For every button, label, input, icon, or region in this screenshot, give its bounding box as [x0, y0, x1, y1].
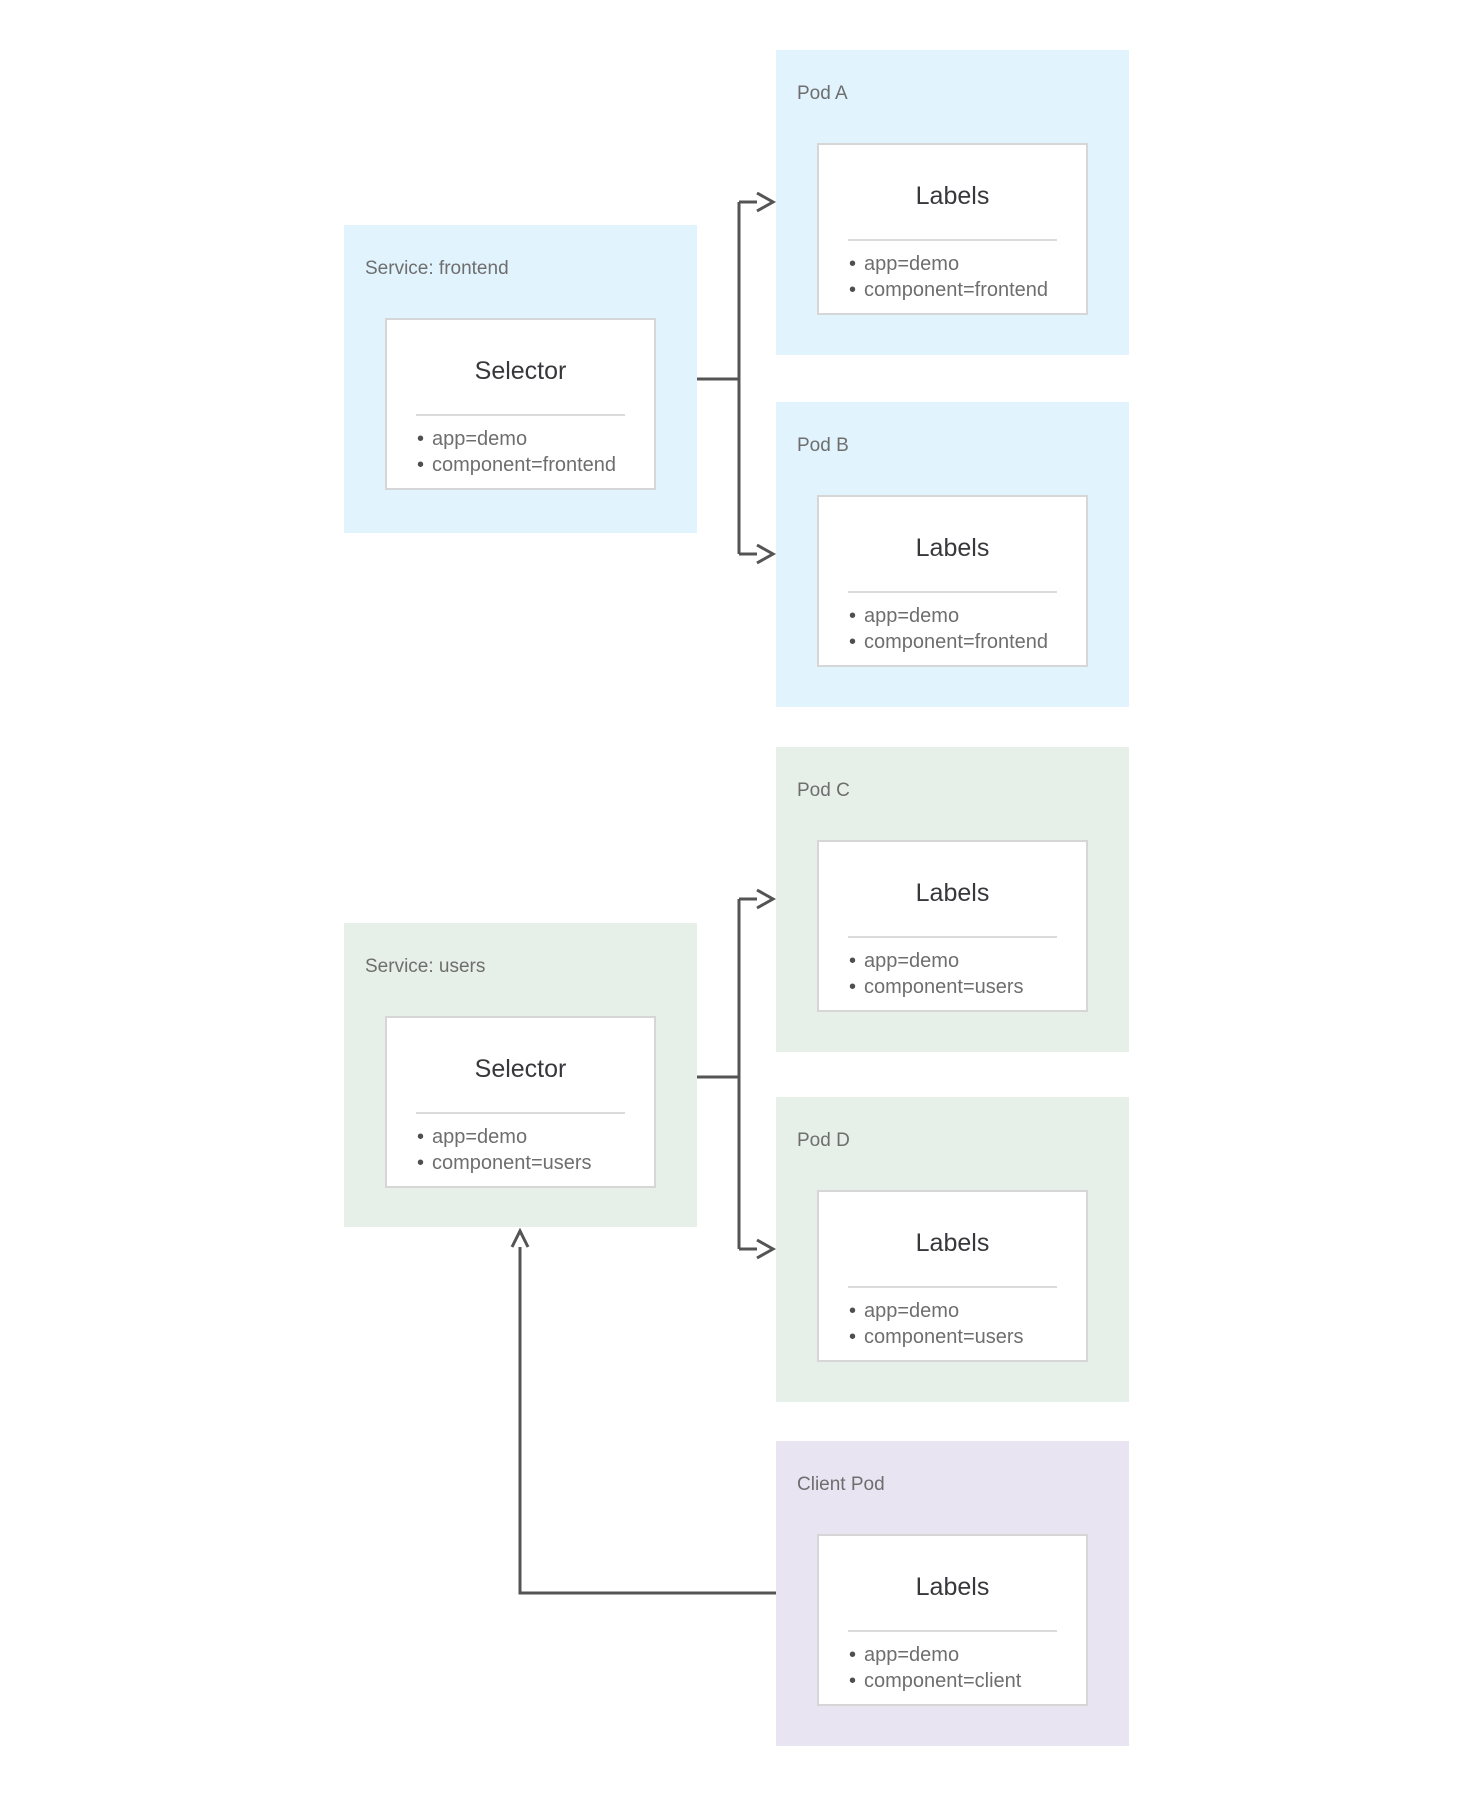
label-item: app=demo: [819, 948, 1086, 974]
pod-d-box: Pod D Labels app=demo component=users: [776, 1097, 1129, 1402]
pod-a-labels-card: Labels app=demo component=frontend: [817, 143, 1088, 315]
label-item: app=demo: [819, 1642, 1086, 1668]
pod-a-box: Pod A Labels app=demo component=frontend: [776, 50, 1129, 355]
labels-heading: Labels: [915, 534, 990, 562]
connector-client-to-service-users: [518, 1247, 776, 1595]
pod-b-box: Pod B Labels app=demo component=frontend: [776, 402, 1129, 707]
client-pod-box: Client Pod Labels app=demo component=cli…: [776, 1441, 1129, 1746]
pod-a-title: Pod A: [797, 83, 848, 104]
pod-b-title: Pod B: [797, 435, 849, 456]
label-item-list: app=demo component=client: [819, 1642, 1086, 1694]
pod-b-labels-card: Labels app=demo component=frontend: [817, 495, 1088, 667]
label-item: component=users: [819, 974, 1086, 1000]
pod-d-labels-card: Labels app=demo component=users: [817, 1190, 1088, 1362]
label-item: app=demo: [819, 251, 1086, 277]
labels-heading: Labels: [915, 1573, 990, 1601]
label-item-list: app=demo component=users: [819, 1298, 1086, 1350]
card-divider: [416, 414, 625, 416]
arrowhead-users-to-pod-d: [756, 1238, 777, 1260]
pod-d-title: Pod D: [797, 1130, 850, 1151]
arrowhead-frontend-to-pod-a: [756, 191, 777, 213]
labels-heading: Labels: [915, 1229, 990, 1257]
service-frontend-title: Service: frontend: [365, 258, 509, 279]
service-users-selector-card: Selector app=demo component=users: [385, 1016, 656, 1188]
connector-users-trunk: [697, 897, 757, 1251]
arrowhead-frontend-to-pod-b: [756, 543, 777, 565]
pod-c-title: Pod C: [797, 780, 850, 801]
arrowhead-client-to-service-users: [510, 1227, 530, 1248]
label-item-list: app=demo component=frontend: [819, 603, 1086, 655]
selector-item-list: app=demo component=users: [387, 1124, 654, 1176]
client-pod-title: Client Pod: [797, 1474, 885, 1495]
labels-heading: Labels: [915, 879, 990, 907]
card-divider: [848, 239, 1057, 241]
pod-c-box: Pod C Labels app=demo component=users: [776, 747, 1129, 1052]
card-divider: [848, 1286, 1057, 1288]
label-item: component=client: [819, 1668, 1086, 1694]
selector-item: component=frontend: [387, 452, 654, 478]
card-divider: [416, 1112, 625, 1114]
client-pod-labels-card: Labels app=demo component=client: [817, 1534, 1088, 1706]
selector-item: app=demo: [387, 426, 654, 452]
label-item-list: app=demo component=users: [819, 948, 1086, 1000]
service-users-title: Service: users: [365, 956, 486, 977]
service-users-box: Service: users Selector app=demo compone…: [344, 923, 697, 1227]
card-divider: [848, 936, 1057, 938]
label-item: component=users: [819, 1324, 1086, 1350]
service-frontend-box: Service: frontend Selector app=demo comp…: [344, 225, 697, 533]
selector-item: component=users: [387, 1150, 654, 1176]
card-divider: [848, 1630, 1057, 1632]
label-item: app=demo: [819, 1298, 1086, 1324]
label-item: component=frontend: [819, 629, 1086, 655]
card-divider: [848, 591, 1057, 593]
selector-item-list: app=demo component=frontend: [387, 426, 654, 478]
arrowhead-users-to-pod-c: [756, 888, 777, 910]
label-item-list: app=demo component=frontend: [819, 251, 1086, 303]
selector-item: app=demo: [387, 1124, 654, 1150]
labels-heading: Labels: [915, 182, 990, 210]
label-item: component=frontend: [819, 277, 1086, 303]
connector-frontend-trunk: [697, 200, 757, 556]
service-frontend-selector-card: Selector app=demo component=frontend: [385, 318, 656, 490]
selector-heading: Selector: [474, 357, 567, 385]
label-item: app=demo: [819, 603, 1086, 629]
selector-heading: Selector: [474, 1055, 567, 1083]
pod-c-labels-card: Labels app=demo component=users: [817, 840, 1088, 1012]
